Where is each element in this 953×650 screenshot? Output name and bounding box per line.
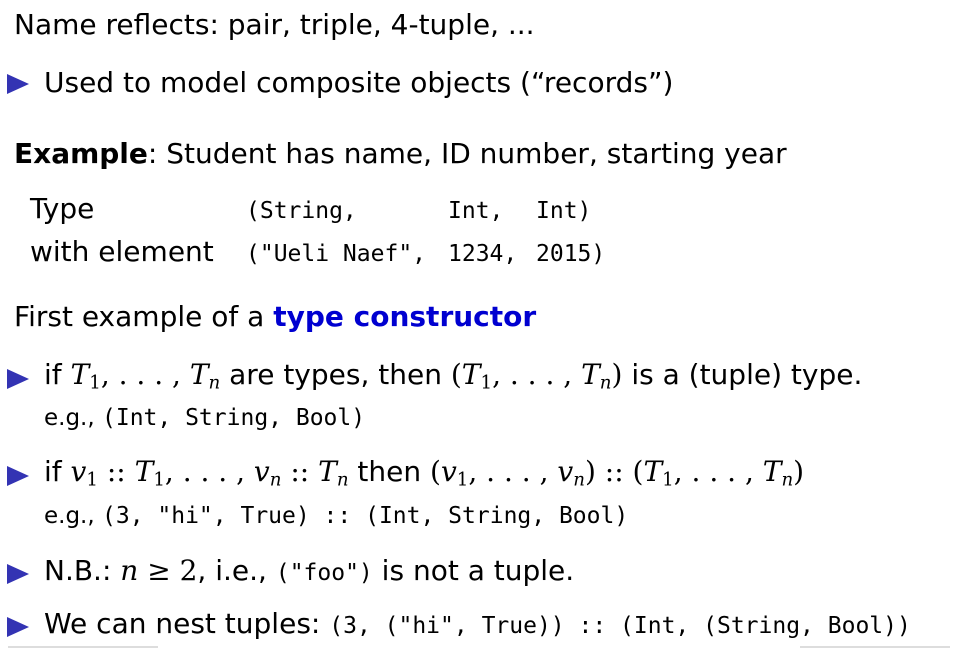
example-line: Example: Student has name, ID number, st… [14, 137, 787, 170]
used-to-model-text: Used to model composite objects (“record… [44, 66, 674, 99]
bullet-icon [7, 564, 29, 584]
nested-tuples: We can nest tuples: (3, ("hi", True)) ::… [44, 607, 911, 640]
footer-edge [0, 644, 953, 650]
first-example-text: First example of a [14, 300, 274, 333]
name-reflects-text: Name reflects: pair, triple, 4-tuple, ..… [14, 8, 535, 41]
bullet-icon [7, 466, 29, 486]
element-name: ("Ueli Naef", [246, 241, 427, 267]
element-id: 1234, [448, 241, 518, 267]
type-label: Type [30, 192, 95, 225]
first-example-line: First example of a type constructor [14, 300, 536, 333]
type-int-1: Int, [448, 198, 504, 224]
type-constructor-keyword: type constructor [273, 300, 537, 333]
tuple-type-rule: if T1, . . . , Tn are types, then (T1, .… [44, 358, 863, 394]
tuple-type-example: e.g., (Int, String, Bool) [44, 405, 366, 431]
type-string: (String, [246, 198, 357, 224]
tuple-value-example: e.g., (3, "hi", True) :: (Int, String, B… [44, 503, 629, 529]
tuple-value-rule: if v1 :: T1, . . . , vn :: Tn then (v1, … [44, 455, 805, 491]
example-label: Example [14, 137, 148, 170]
bullet-icon [7, 369, 29, 389]
element-label: with element [30, 235, 214, 268]
bullet-icon [7, 74, 29, 94]
bullet-icon [7, 617, 29, 637]
type-int-2: Int) [536, 198, 592, 224]
element-year: 2015) [536, 241, 606, 267]
nb-not-a-tuple: N.B.: n ≥ 2, i.e., ("foo") is not a tupl… [44, 554, 575, 587]
example-description: : Student has name, ID number, starting … [147, 137, 787, 170]
